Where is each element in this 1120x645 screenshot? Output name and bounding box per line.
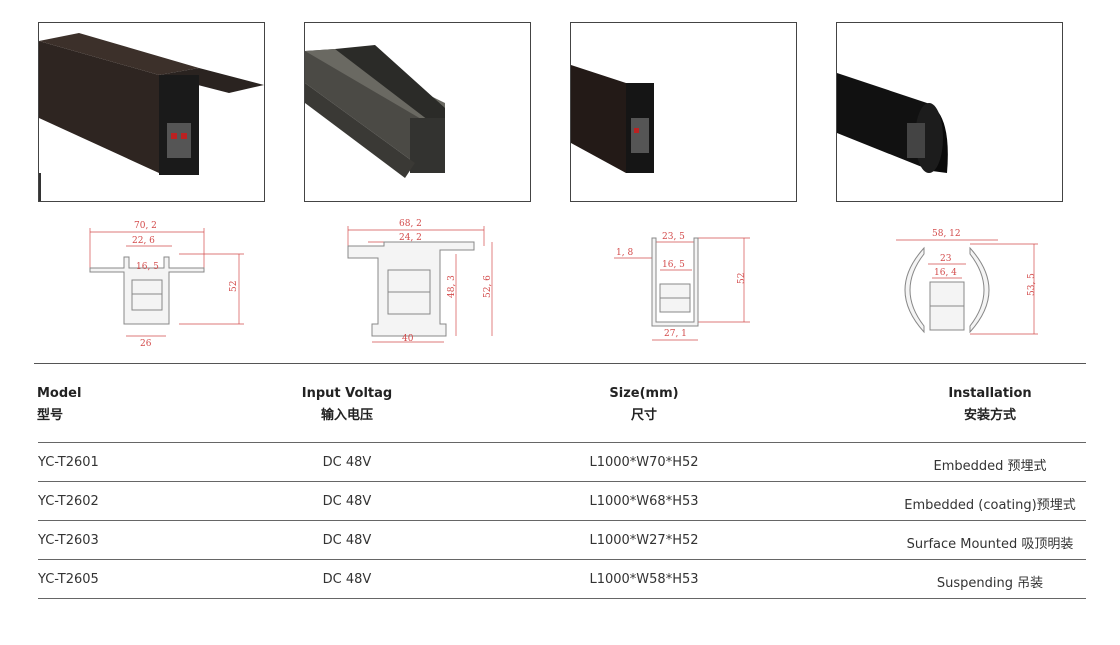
product-photo-1 — [38, 22, 265, 202]
header-en: Size(mm) — [609, 386, 679, 401]
dim-label: 16, 4 — [934, 268, 957, 278]
column-header-size: Size(mm) 尺寸 — [609, 383, 678, 427]
column-header-model: Model 型号 — [37, 383, 81, 427]
cell-installation: Surface Mounted 吸顶明装 — [906, 537, 1074, 552]
dim-label: 68, 2 — [399, 219, 422, 229]
product-photo-4 — [836, 22, 1063, 202]
column-header-voltage: Input Voltag 输入电压 — [302, 383, 392, 427]
table-rule — [38, 520, 1086, 521]
dim-label: 23, 5 — [662, 232, 685, 242]
table-rule — [38, 598, 1086, 599]
cell-size: L1000*W70*H52 — [589, 455, 699, 470]
dim-label: 24, 2 — [399, 233, 422, 243]
dim-label: 26 — [140, 339, 152, 349]
dim-label: 52, 6 — [483, 275, 493, 298]
dim-label: 40 — [402, 334, 414, 344]
cell-installation: Embedded 预埋式 — [933, 459, 1047, 474]
header-zh: 型号 — [37, 408, 64, 423]
header-en: Installation — [948, 386, 1032, 401]
cell-voltage: DC 48V — [322, 572, 372, 587]
dim-label: 16, 5 — [136, 262, 159, 272]
header-zh: 输入电压 — [320, 408, 373, 423]
cell-voltage: DC 48V — [322, 494, 372, 509]
cell-installation: Suspending 吊装 — [936, 576, 1044, 591]
cell-installation: Embedded (coating)预埋式 — [904, 498, 1076, 513]
dim-label: 27, 1 — [664, 329, 687, 339]
profile-drawing-1: 70, 2 22, 6 16, 5 52 26 — [89, 221, 244, 349]
dim-label: 53, 5 — [1027, 273, 1037, 296]
dim-label: 22, 6 — [132, 236, 155, 246]
dim-label: 23 — [940, 254, 952, 264]
profile-drawing-2: 68, 2 24, 2 48, 3 52, 6 40 — [347, 219, 493, 344]
dim-label: 48, 3 — [447, 275, 457, 298]
dim-label: 52 — [737, 273, 747, 284]
table-rule — [38, 481, 1086, 482]
cell-model: YC-T2602 — [38, 494, 99, 509]
cell-model: YC-T2601 — [38, 455, 99, 470]
profile-drawing-4: 58, 12 23 16, 4 53, 5 — [896, 229, 1038, 335]
product-photo-3 — [570, 22, 797, 202]
table-rule — [38, 559, 1086, 560]
cell-model: YC-T2603 — [38, 533, 99, 548]
header-zh: 尺寸 — [630, 408, 657, 423]
dim-label: 16, 5 — [662, 260, 685, 270]
dim-label: 58, 12 — [932, 229, 961, 239]
product-photo-2 — [304, 22, 531, 202]
table-rule — [38, 442, 1086, 443]
profile-drawing-3: 1, 8 23, 5 16, 5 52 27, 1 — [614, 232, 750, 341]
header-en: Model — [37, 386, 82, 401]
dim-label: 70, 2 — [134, 221, 157, 231]
cell-size: L1000*W68*H53 — [589, 494, 699, 509]
cell-model: YC-T2605 — [38, 572, 99, 587]
table-top-rule — [34, 363, 1086, 364]
cell-voltage: DC 48V — [322, 533, 372, 548]
dim-label: 1, 8 — [616, 248, 633, 258]
dim-label: 52 — [229, 281, 239, 292]
cell-voltage: DC 48V — [322, 455, 372, 470]
header-zh: 安装方式 — [963, 408, 1017, 423]
cell-size: L1000*W27*H52 — [589, 533, 699, 548]
header-en: Input Voltag — [301, 386, 393, 401]
column-header-installation: Installation 安装方式 — [948, 383, 1031, 427]
cell-size: L1000*W58*H53 — [589, 572, 699, 587]
